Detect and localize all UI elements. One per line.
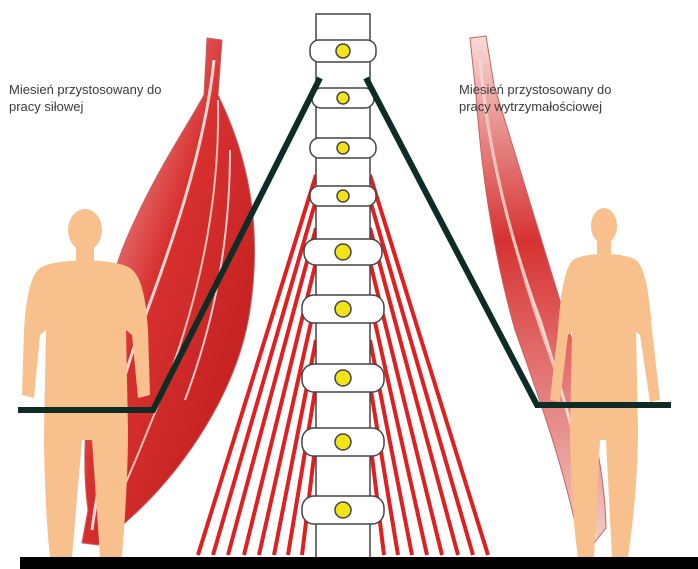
disc-4 bbox=[337, 190, 349, 202]
disc-9 bbox=[335, 502, 351, 518]
disc-8 bbox=[335, 434, 351, 450]
disc-5 bbox=[335, 244, 351, 260]
disc-2 bbox=[337, 92, 349, 104]
disc-3 bbox=[337, 142, 349, 154]
right-strands bbox=[370, 175, 488, 555]
right-caption: Miesień przystosowany do pracy wytrzymał… bbox=[459, 81, 611, 115]
left-caption-line-1: Miesień przystosowany do bbox=[9, 81, 161, 98]
disc-6 bbox=[335, 301, 351, 317]
ground-line bbox=[20, 557, 698, 569]
right-caption-line-1: Miesień przystosowany do bbox=[459, 81, 611, 98]
left-caption: Miesień przystosowany do pracy siłowej bbox=[9, 81, 161, 115]
disc-1 bbox=[336, 44, 350, 58]
spine-column bbox=[302, 14, 384, 562]
disc-7 bbox=[335, 370, 351, 386]
right-caption-line-2: pracy wytrzymałościowej bbox=[459, 98, 611, 115]
left-caption-line-2: pracy siłowej bbox=[9, 98, 161, 115]
